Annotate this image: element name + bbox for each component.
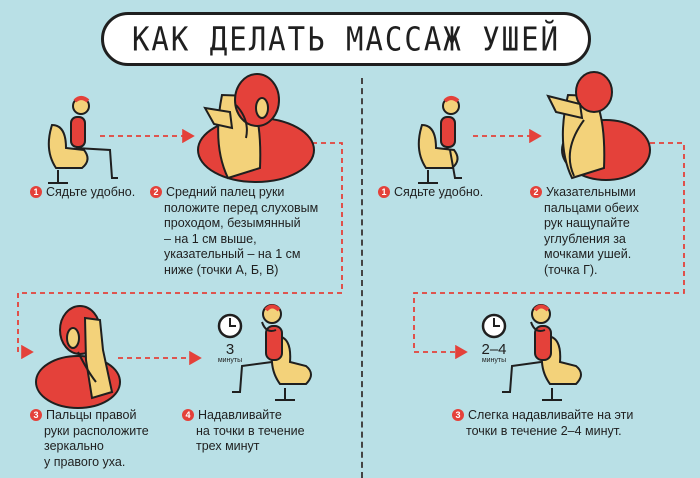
- figure-seated-1: [47, 96, 118, 184]
- step-line: мочками ушей.: [544, 247, 632, 261]
- step-line: Сядьте удобно.: [394, 185, 484, 199]
- flow-arrow-2-3: [17, 142, 343, 360]
- center-divider: [361, 78, 363, 478]
- step-line: рук нащупайте: [544, 216, 630, 230]
- step-text-4: 4 Надавливайте на точки в течение трех ми…: [182, 408, 305, 455]
- figure-seated-r3: [502, 304, 582, 401]
- step-line: положите перед слуховым: [164, 200, 319, 215]
- title-banner: КАК ДЕЛАТЬ МАССАЖ УШЕЙ: [101, 12, 591, 66]
- step-number-badge: 1: [30, 186, 42, 198]
- step-line: ниже (точки А, Б, В): [164, 262, 279, 277]
- page-title: КАК ДЕЛАТЬ МАССАЖ УШЕЙ: [131, 19, 561, 59]
- step-line: Слегка надавливайте на эти: [468, 408, 634, 422]
- timer-icon-right: [481, 313, 507, 339]
- step-text-r1: 1 Сядьте удобно.: [378, 185, 483, 201]
- step-line: Средний палец руки: [166, 185, 285, 199]
- step-text-2: 2 Средний палец руки положите перед слухо…: [150, 185, 318, 278]
- step-line: указательный – на 1 см: [164, 247, 301, 261]
- step-text-1: 1 Сядьте удобно.: [30, 185, 135, 201]
- step-line: точки в течение 2–4 минут.: [466, 423, 622, 438]
- step-line: Пальцы правой: [46, 408, 137, 422]
- step-number-badge: 2: [150, 186, 162, 198]
- timer-unit: минуты: [217, 357, 243, 364]
- figure-seated-r1: [417, 96, 462, 184]
- step-number-badge: 1: [378, 186, 390, 198]
- timer-value: 2–4: [481, 341, 507, 358]
- step-line: у правого уха.: [44, 454, 126, 469]
- figure-closeup-2: [197, 73, 315, 183]
- figure-seated-4: [232, 304, 312, 401]
- step-line: Указательными: [546, 185, 636, 199]
- flow-arrow-r-2-3: [413, 142, 685, 360]
- timer-unit: минуты: [481, 357, 507, 364]
- step-line: проходом, безымянный: [164, 216, 301, 230]
- step-line: руки расположите: [44, 423, 149, 438]
- step-text-r3: 3 Слегка надавливайте на эти точки в тече…: [452, 408, 633, 439]
- timer-icon-left: [217, 313, 243, 339]
- step-line: (точка Г).: [544, 262, 598, 277]
- timer-label-left: 3 минуты: [200, 342, 260, 365]
- step-text-r2: 2 Указательными пальцами обеих рук нащупа…: [530, 185, 639, 278]
- step-text-3: 3 Пальцы правой руки расположите зеркальн…: [30, 408, 149, 470]
- step-line: Надавливайте: [198, 408, 282, 422]
- step-line: – на 1 см выше,: [164, 231, 257, 246]
- step-number-badge: 2: [530, 186, 542, 198]
- timer-value: 3: [225, 341, 235, 358]
- figure-closeup-r2: [546, 71, 651, 181]
- step-line: пальцами обеих: [544, 200, 639, 215]
- step-line: Сядьте удобно.: [46, 185, 136, 199]
- step-line: трех минут: [196, 439, 260, 453]
- step-number-badge: 3: [30, 409, 42, 421]
- figure-closeup-3: [35, 305, 121, 409]
- step-line: углубления за: [544, 231, 626, 246]
- step-number-badge: 3: [452, 409, 464, 421]
- step-line: зеркально: [44, 439, 104, 453]
- step-number-badge: 4: [182, 409, 194, 421]
- timer-label-right: 2–4 минуты: [464, 342, 524, 365]
- step-line: на точки в течение: [196, 423, 305, 438]
